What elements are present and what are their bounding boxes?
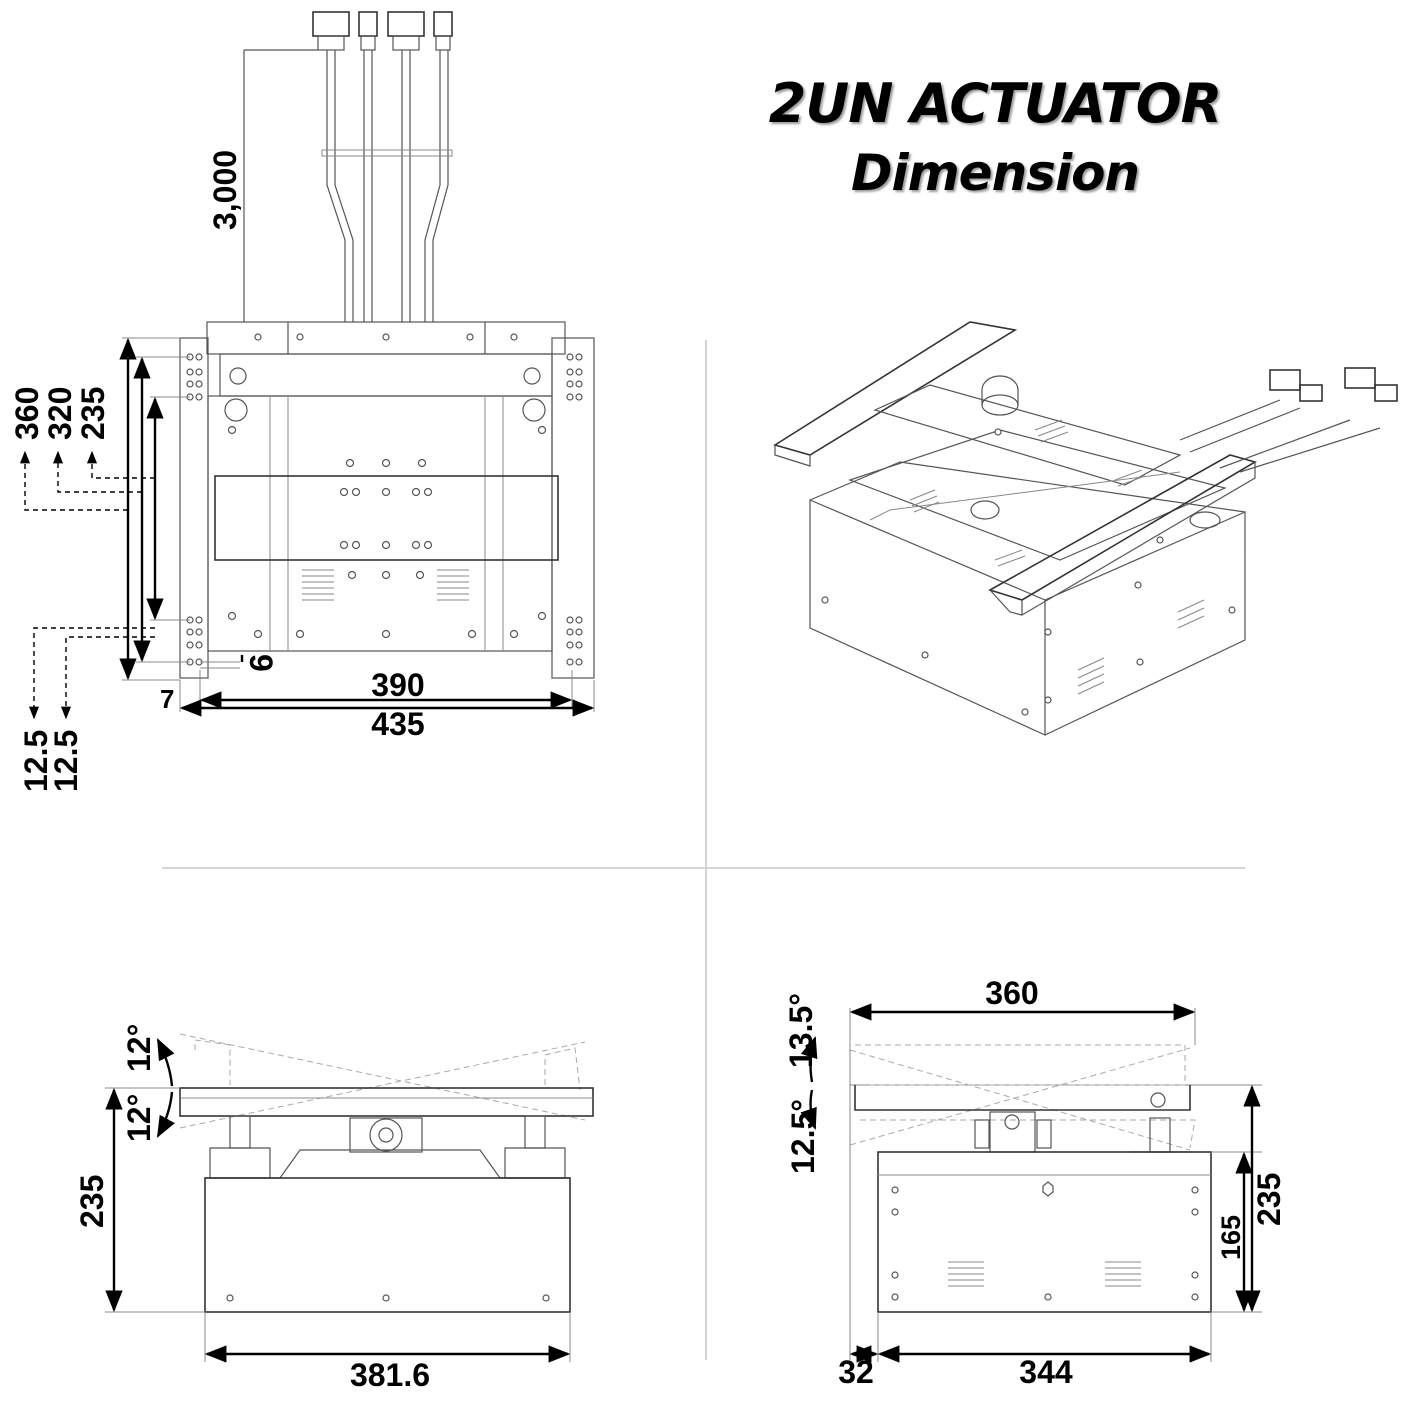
isometric-view-drawing [773, 321, 1398, 736]
side-tilt-up-label: 12° [121, 1024, 157, 1072]
hole-spacing-label: 9 [243, 654, 279, 672]
drawing-subtitle: Dimension [850, 144, 1140, 202]
front-height-box-label: 165 [1216, 1215, 1246, 1260]
front-height-total-label: 235 [1251, 1173, 1287, 1226]
top-view-drawing [19, 11, 595, 720]
height-235-label: 235 [75, 387, 111, 440]
drawing-title: 2UN ACTUATOR [768, 72, 1222, 135]
cable-connectors [312, 11, 453, 322]
quadrant-separators [162, 340, 1245, 1360]
side-width-label: 381.6 [350, 1357, 430, 1393]
side-view-drawing [105, 1033, 594, 1363]
front-offset-label: 32 [838, 1354, 874, 1390]
front-tilt-up-label: 13.5° [783, 993, 819, 1068]
height-360-label: 360 [9, 387, 45, 440]
side-height-label: 235 [74, 1175, 110, 1228]
height-320-label: 320 [42, 387, 78, 440]
front-view-dimension-labels: 360 13.5° 12.5° 235 165 32 344 [783, 975, 1287, 1390]
top-view-dimension-labels: 3,000 360 320 235 12.5 12.5 9 7 390 435 [9, 150, 425, 792]
front-width-top-label: 360 [985, 975, 1038, 1011]
width-435-label: 435 [371, 706, 424, 742]
hole-offset-b-label: 12.5 [48, 730, 84, 792]
front-view-drawing [800, 1003, 1262, 1363]
side-view-dimension-labels: 12° 12° 235 381.6 [74, 1024, 430, 1393]
cable-length-label: 3,000 [207, 150, 243, 230]
width-390-label: 390 [371, 667, 424, 703]
hole-offset-a-label: 12.5 [18, 730, 54, 792]
front-width-box-label: 344 [1019, 1354, 1073, 1390]
side-tilt-down-label: 12° [121, 1094, 157, 1142]
front-tilt-down-label: 12.5° [785, 1099, 821, 1174]
edge-offset-label: 7 [160, 684, 174, 714]
